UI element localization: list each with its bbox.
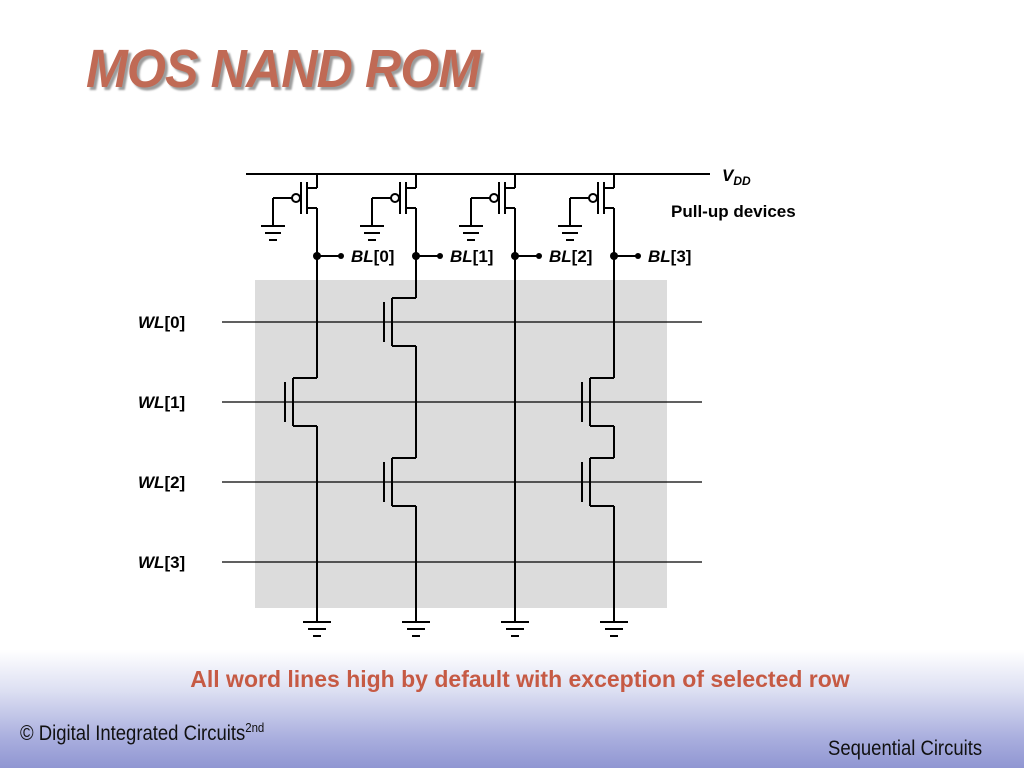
word-line-label-3: WL[3] <box>138 553 185 572</box>
slide-title: MOS NAND ROM <box>86 39 480 99</box>
nmos-cell-1-0 <box>284 377 317 427</box>
bit-line-labels: BL[0]BL[1]BL[2]BL[3] <box>351 247 691 266</box>
word-line-name-2: WL <box>138 473 164 492</box>
bit-line-label-0: BL[0] <box>351 247 394 266</box>
footer-left-superscript: 2nd <box>245 720 265 735</box>
bit-line-name-0: BL <box>351 247 374 266</box>
pullup-devices <box>261 174 615 256</box>
pullup-label: Pull-up devices <box>671 202 796 221</box>
word-line-label-0: WL[0] <box>138 313 185 332</box>
word-line-labels: WL[0]WL[1]WL[2]WL[3] <box>138 313 185 572</box>
bit-line-index-3: [3] <box>671 247 692 266</box>
word-line-index-0: [0] <box>164 313 185 332</box>
word-line-index-2: [2] <box>164 473 185 492</box>
bit-line-name-1: BL <box>450 247 473 266</box>
bit-line-terminal-1 <box>437 253 443 259</box>
bit-line-index-0: [0] <box>374 247 395 266</box>
pullup-pmos-1 <box>360 174 417 256</box>
nmos-cell-2-1 <box>383 457 416 507</box>
word-line-name-1: WL <box>138 393 164 412</box>
pmos-bubble <box>489 193 499 203</box>
footer-left-text: © Digital Integrated Circuits <box>20 722 246 745</box>
pmos-bubble <box>588 193 598 203</box>
word-line-index-3: [3] <box>164 553 185 572</box>
bit-line-index-1: [1] <box>473 247 494 266</box>
bit-line-name-3: BL <box>648 247 671 266</box>
bit-line-label-2: BL[2] <box>549 247 592 266</box>
nmos-cell-2-3 <box>581 457 614 507</box>
bit-line-index-2: [2] <box>572 247 593 266</box>
word-lines <box>222 321 702 563</box>
pmos-bubble <box>390 193 400 203</box>
ground-symbols <box>303 621 628 637</box>
ground-icon-3 <box>600 621 628 637</box>
bit-lines <box>313 252 641 622</box>
nmos-cell-1-3 <box>581 377 614 427</box>
bit-line-terminal-3 <box>635 253 641 259</box>
vdd-label: VDD <box>722 166 751 188</box>
ground-icon-2 <box>501 621 529 637</box>
caption: All word lines high by default with exce… <box>190 666 850 692</box>
ground-icon-1 <box>402 621 430 637</box>
bit-line-terminal-0 <box>338 253 344 259</box>
bit-line-label-3: BL[3] <box>648 247 691 266</box>
word-line-label-2: WL[2] <box>138 473 185 492</box>
bit-line-name-2: BL <box>549 247 572 266</box>
nand-rom-schematic: VDD Pull-up devices BL[0]BL[1]BL[2]BL[3]… <box>138 166 796 637</box>
bit-line-label-1: BL[1] <box>450 247 493 266</box>
footer-section: Sequential Circuits <box>827 737 982 760</box>
pullup-pmos-3 <box>558 174 615 256</box>
nmos-cell-0-1 <box>383 297 416 347</box>
word-line-index-1: [1] <box>164 393 185 412</box>
nmos-cells <box>284 297 614 507</box>
word-line-label-1: WL[1] <box>138 393 185 412</box>
bit-line-terminal-2 <box>536 253 542 259</box>
array-background <box>255 280 667 608</box>
word-line-name-3: WL <box>138 553 164 572</box>
footer-copyright: © Digital Integrated Circuits2nd <box>20 720 264 746</box>
footer-band <box>0 650 1024 768</box>
pullup-pmos-0 <box>261 174 318 256</box>
word-line-name-0: WL <box>138 313 164 332</box>
ground-icon-0 <box>303 621 331 637</box>
pmos-bubble <box>291 193 301 203</box>
pullup-pmos-2 <box>459 174 516 256</box>
